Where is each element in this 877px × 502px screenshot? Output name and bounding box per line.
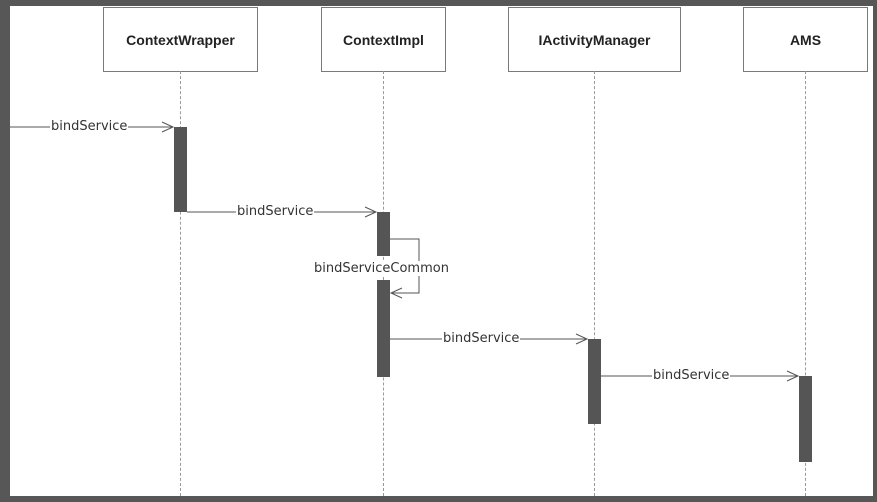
arrowhead-m4 — [575, 333, 589, 345]
activation-contextimpl-2 — [377, 280, 390, 377]
message-label-m4: bindService — [442, 331, 521, 346]
sequence-diagram: ContextWrapper ContextImpl IActivityMana… — [10, 6, 873, 496]
lifeline-contextimpl-box: ContextImpl — [321, 7, 446, 72]
message-label-m2: bindService — [236, 204, 315, 219]
message-arrows — [10, 121, 800, 382]
lifeline-iactivitymanager-label: IActivityManager — [538, 31, 651, 48]
lifeline-ams-line — [805, 71, 806, 496]
arrowhead-m5 — [786, 370, 800, 382]
arrowhead-m3 — [389, 287, 403, 299]
message-label-m3: bindServiceCommon — [313, 261, 450, 276]
message-label-m5: bindService — [652, 368, 731, 383]
activation-contextimpl-1 — [377, 212, 390, 256]
lifeline-iactivitymanager-line — [594, 71, 595, 496]
message-label-m1: bindService — [50, 119, 129, 134]
lifeline-contextwrapper-line — [180, 71, 181, 496]
lifeline-contextimpl-label: ContextImpl — [343, 31, 424, 48]
activation-contextwrapper — [174, 127, 187, 212]
lifeline-ams-label: AMS — [789, 31, 822, 48]
lifeline-contextwrapper-label: ContextWrapper — [126, 31, 235, 48]
arrowhead-m2 — [364, 206, 378, 218]
activation-iactivitymanager — [588, 339, 601, 424]
lifeline-iactivitymanager-box: IActivityManager — [508, 7, 681, 72]
lifeline-contextwrapper-box: ContextWrapper — [103, 7, 258, 72]
activation-ams — [799, 376, 812, 462]
arrowhead-m1 — [161, 121, 175, 133]
